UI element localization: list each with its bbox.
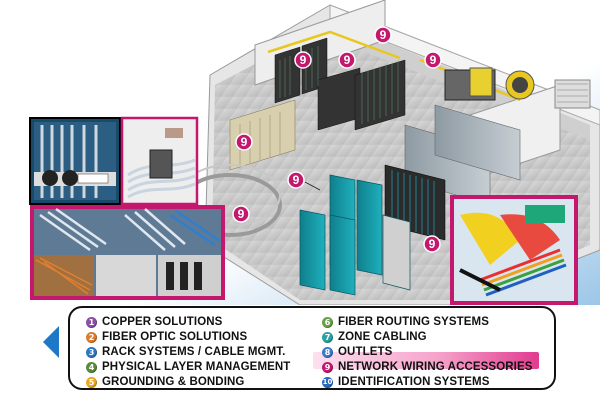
badge-9: 9 xyxy=(232,205,250,223)
legend-item-label: ZONE CABLING xyxy=(338,331,427,343)
legend-item-network-wiring-accessories[interactable]: 9 NETWORK WIRING ACCESSORIES xyxy=(322,360,532,374)
svg-text:9: 9 xyxy=(344,53,351,67)
legend-item-label: IDENTIFICATION SYSTEMS xyxy=(338,376,490,388)
badge-9: 9 xyxy=(423,235,441,253)
legend-item-fiber-routing-systems[interactable]: 6 FIBER ROUTING SYSTEMS xyxy=(322,315,489,329)
number-9-icon: 9 xyxy=(322,361,333,373)
badge-9: 9 xyxy=(424,51,442,69)
legend-item-fiber-optic-solutions[interactable]: 2 FIBER OPTIC SOLUTIONS xyxy=(86,330,247,344)
legend-item-label: NETWORK WIRING ACCESSORIES xyxy=(338,361,533,373)
number-6-icon: 6 xyxy=(322,316,333,328)
solutions-legend: 1 COPPER SOLUTIONS 2 FIBER OPTIC SOLUTIO… xyxy=(68,306,556,390)
legend-item-label: RACK SYSTEMS / CABLE MGMT. xyxy=(102,346,286,358)
svg-text:9: 9 xyxy=(429,237,436,251)
number-2-icon: 2 xyxy=(86,331,97,343)
number-10-icon: 10 xyxy=(322,376,333,388)
svg-text:9: 9 xyxy=(380,28,387,42)
number-4-icon: 4 xyxy=(86,361,97,373)
svg-text:9: 9 xyxy=(293,173,300,187)
badge-9: 9 xyxy=(338,51,356,69)
data-center-illustration: 9 9 9 9 9 9 9 9 xyxy=(0,0,600,305)
svg-text:9: 9 xyxy=(430,53,437,67)
number-7-icon: 7 xyxy=(322,331,333,343)
legend-item-copper-solutions[interactable]: 1 COPPER SOLUTIONS xyxy=(86,315,222,329)
legend-item-grounding-bonding[interactable]: 5 GROUNDING & BONDING xyxy=(86,375,244,389)
number-8-icon: 8 xyxy=(322,346,333,358)
legend-item-label: FIBER OPTIC SOLUTIONS xyxy=(102,331,248,343)
number-5-icon: 5 xyxy=(86,376,97,388)
svg-text:9: 9 xyxy=(238,207,245,221)
legend-item-identification-systems[interactable]: 10 IDENTIFICATION SYSTEMS xyxy=(322,375,490,389)
legend-item-label: PHYSICAL LAYER MANAGEMENT xyxy=(102,361,291,373)
svg-text:9: 9 xyxy=(300,53,307,67)
badge-9: 9 xyxy=(235,133,253,151)
inset-cable-labels-photo xyxy=(29,117,121,205)
number-3-icon: 3 xyxy=(86,346,97,358)
legend-item-label: GROUNDING & BONDING xyxy=(102,376,245,388)
inset-cable-management-photo xyxy=(30,205,225,300)
legend-item-label: COPPER SOLUTIONS xyxy=(102,316,223,328)
legend-item-outlets[interactable]: 8 OUTLETS xyxy=(322,345,392,359)
badge-9: 9 xyxy=(294,51,312,69)
legend-item-rack-systems[interactable]: 3 RACK SYSTEMS / CABLE MGMT. xyxy=(86,345,285,359)
svg-text:9: 9 xyxy=(241,135,248,149)
badge-9: 9 xyxy=(287,171,305,189)
number-1-icon: 1 xyxy=(86,316,97,328)
legend-item-zone-cabling[interactable]: 7 ZONE CABLING xyxy=(322,330,427,344)
legend-item-label: FIBER ROUTING SYSTEMS xyxy=(338,316,489,328)
back-arrow-icon[interactable] xyxy=(43,326,59,358)
badge-9: 9 xyxy=(374,26,392,44)
network-wiring-accessories-badges: 9 9 9 9 9 9 9 9 xyxy=(232,26,442,253)
active-item-highlight xyxy=(313,352,539,369)
legend-item-physical-layer-management[interactable]: 4 PHYSICAL LAYER MANAGEMENT xyxy=(86,360,290,374)
inset-identification-products-photo xyxy=(450,195,578,305)
legend-item-label: OUTLETS xyxy=(338,346,393,358)
inset-cable-hanger-photo xyxy=(120,116,199,206)
